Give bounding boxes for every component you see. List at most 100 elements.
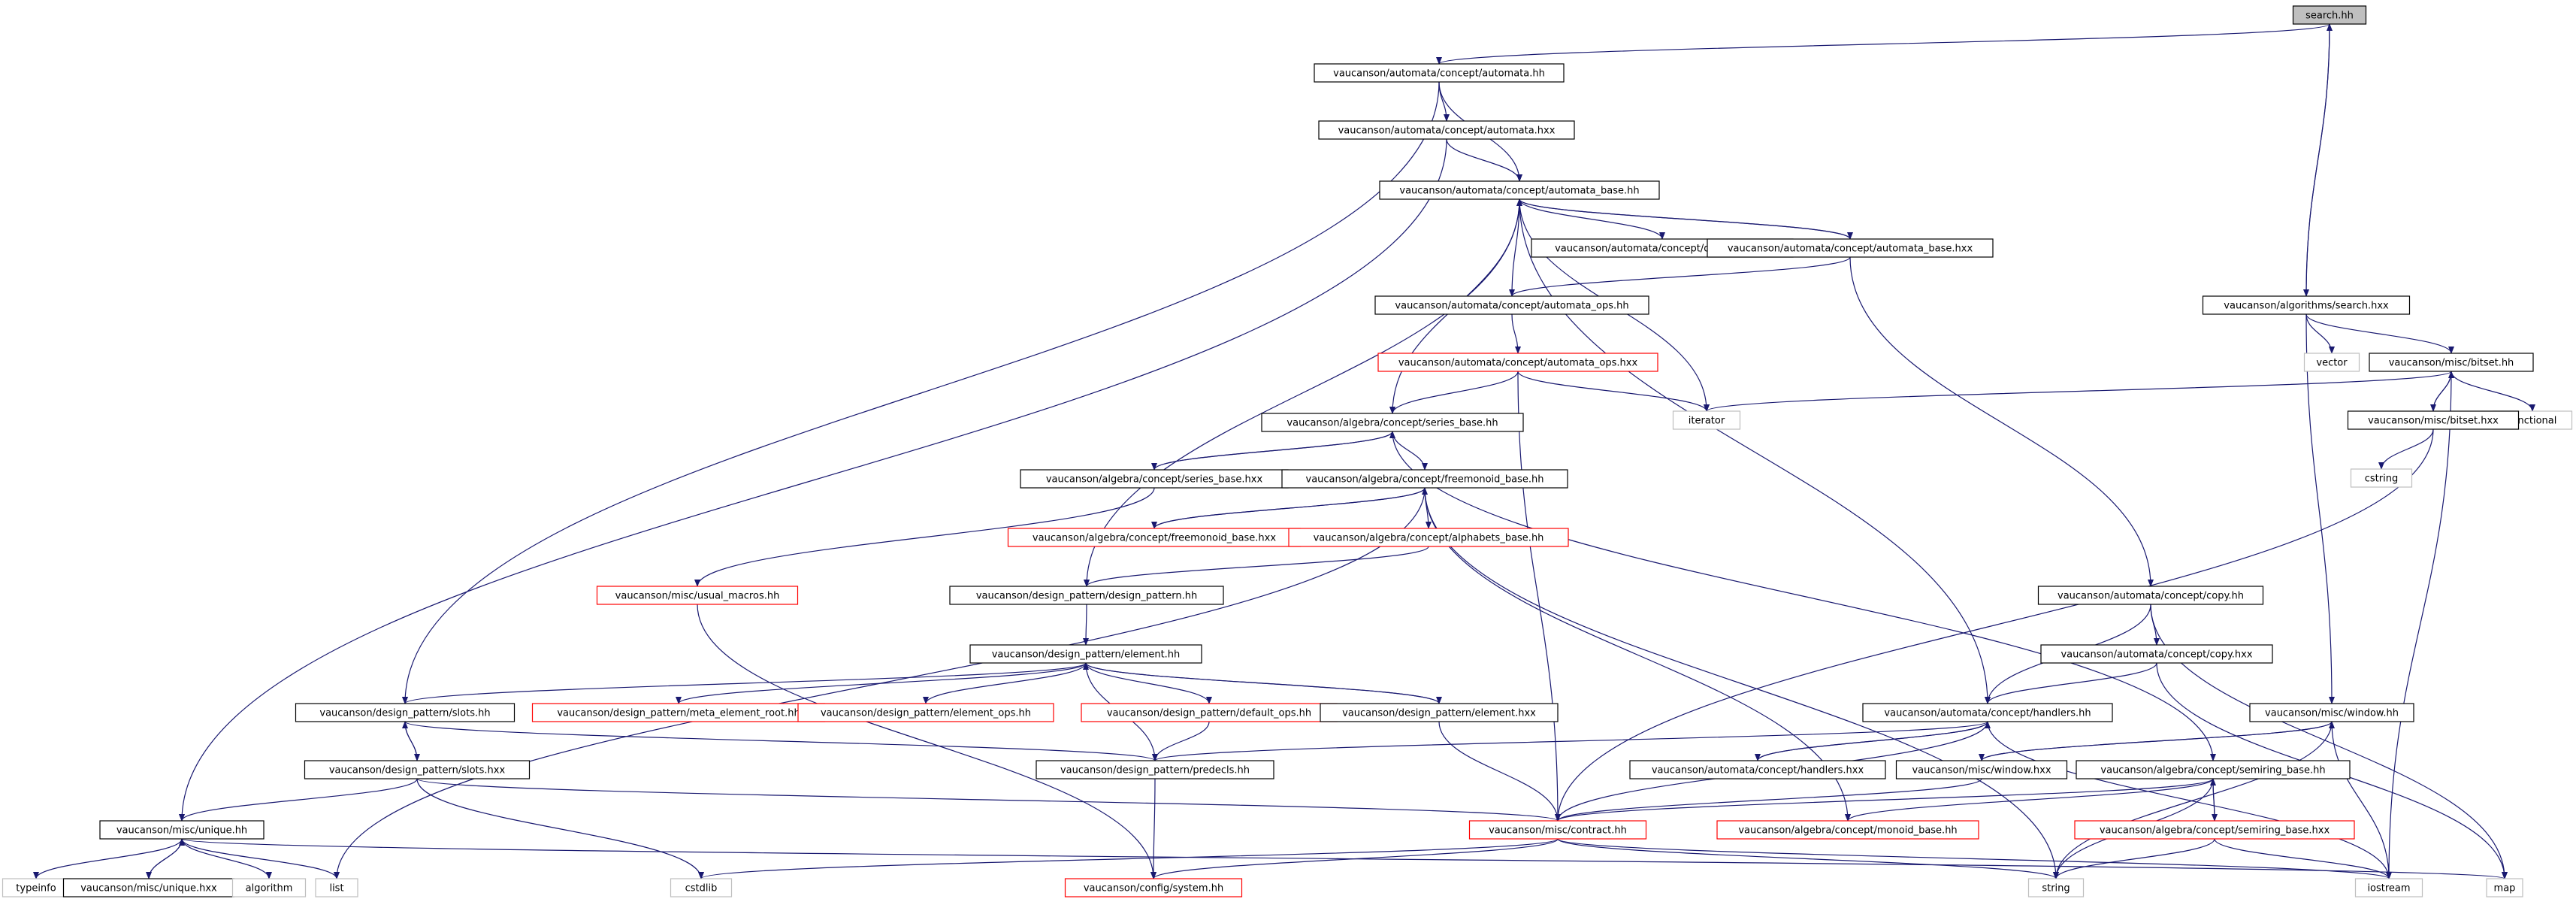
nodes-layer: search.hh vaucanson/automata/concept/auto… — [2, 5, 2573, 897]
node-element_ops_hh[interactable]: vaucanson/design_pattern/element_ops.hh — [797, 703, 1054, 722]
node-bitset_hxx[interactable]: vaucanson/misc/bitset.hxx — [2347, 410, 2520, 430]
node-unique_hxx[interactable]: vaucanson/misc/unique.hxx — [62, 878, 235, 897]
node-meta_element_root_hh[interactable]: vaucanson/design_pattern/meta_element_ro… — [531, 703, 826, 722]
edge-automata_ops_hh-to-automata_base_hh — [1511, 198, 1522, 297]
node-contract_hh[interactable]: vaucanson/misc/contract.hh — [1468, 820, 1647, 840]
node-series_base_hxx[interactable]: vaucanson/algebra/concept/series_base.hx… — [1020, 469, 1289, 489]
node-system_hh[interactable]: vaucanson/config/system.hh — [1064, 878, 1243, 897]
edge-bitset_hxx-to-bitset_hh — [2432, 371, 2454, 412]
node-box-element_hxx — [1320, 703, 1559, 722]
node-box-bitset_hxx — [2347, 410, 2520, 430]
node-box-semiring_base_hxx — [2074, 820, 2355, 840]
node-label-freemonoid_base_hh: vaucanson/algebra/concept/freemonoid_bas… — [1306, 474, 1544, 486]
node-handlers_hh[interactable]: vaucanson/automata/concept/handlers.hh — [1862, 703, 2113, 722]
node-box-series_base_hh — [1261, 413, 1524, 432]
node-box-automata_base_hxx — [1707, 238, 1994, 258]
node-box-slots_hh — [295, 703, 516, 722]
edge-automata_ops_hxx-to-contract_hh — [1517, 371, 1561, 822]
node-alphabets_base_hh[interactable]: vaucanson/algebra/concept/alphabets_base… — [1288, 528, 1569, 547]
node-automata_hh[interactable]: vaucanson/automata/concept/automata.hh — [1314, 63, 1565, 83]
node-cstdlib: cstdlib — [670, 878, 733, 897]
node-box-search_hh — [2292, 5, 2367, 25]
edge-element_hh-to-slots_hh — [402, 662, 1087, 704]
node-slots_hxx[interactable]: vaucanson/design_pattern/slots.hxx — [304, 760, 531, 779]
node-label-search_hh: search.hh — [2305, 11, 2354, 22]
edge-bitset_hxx-to-cstring — [2378, 428, 2434, 470]
node-iterator: iterator — [1672, 410, 1741, 430]
edge-automata_base_hxx-to-automata_base_hh — [1516, 198, 1851, 240]
node-automata_ops_hxx[interactable]: vaucanson/automata/concept/automata_ops.… — [1377, 353, 1658, 372]
edge-default_ops_hh-to-predecls_hh — [1152, 721, 1210, 761]
node-box-algorithm — [231, 878, 307, 897]
edge-series_base_hh-to-semiring_base_hh — [1392, 431, 2216, 761]
node-automata_base_hh[interactable]: vaucanson/automata/concept/automata_base… — [1379, 180, 1660, 200]
node-handlers_hxx[interactable]: vaucanson/automata/concept/handlers.hxx — [1629, 760, 1886, 779]
edge-freemonoid_base_hxx-to-freemonoid_base_hh — [1153, 487, 1428, 529]
node-window_hxx[interactable]: vaucanson/misc/window.hxx — [1895, 760, 2068, 779]
node-slots_hh[interactable]: vaucanson/design_pattern/slots.hh — [295, 703, 516, 722]
node-usual_macros_hh[interactable]: vaucanson/misc/usual_macros.hh — [596, 586, 799, 605]
edge-automata_base_hxx-to-automata_ops_hh — [1509, 256, 1851, 297]
node-automata_hxx[interactable]: vaucanson/automata/concept/automata.hxx — [1318, 120, 1575, 140]
edge-automata_hxx-to-unique_hh — [179, 138, 1447, 822]
node-bitset_hh[interactable]: vaucanson/misc/bitset.hh — [2369, 353, 2534, 372]
node-alg_search_hxx[interactable]: vaucanson/algorithms/search.hxx — [2202, 295, 2411, 315]
node-monoid_base_hh[interactable]: vaucanson/algebra/concept/monoid_base.hh — [1716, 820, 1979, 840]
node-default_ops_hh[interactable]: vaucanson/design_pattern/default_ops.hh — [1081, 703, 1338, 722]
edge-element_hxx-to-element_hh — [1083, 662, 1440, 704]
edge-automata_base_hh-to-delta_kind_hh — [1519, 198, 1665, 240]
node-automata_base_hxx[interactable]: vaucanson/automata/concept/automata_base… — [1707, 238, 1994, 258]
node-label-alg_search_hxx: vaucanson/algorithms/search.hxx — [2224, 301, 2389, 312]
edge-slots_hxx-to-cstdlib — [416, 778, 704, 879]
node-element_hh[interactable]: vaucanson/design_pattern/element.hh — [969, 644, 1202, 664]
node-box-default_ops_hh — [1081, 703, 1338, 722]
edge-alg_search_hxx-to-bitset_hh — [2305, 313, 2454, 354]
edge-alg_search_hxx-to-vector — [2305, 313, 2335, 354]
node-freemonoid_base_hh[interactable]: vaucanson/algebra/concept/freemonoid_bas… — [1281, 469, 1568, 489]
node-unique_hh[interactable]: vaucanson/misc/unique.hh — [99, 820, 265, 840]
node-label-copy_hh: vaucanson/automata/concept/copy.hh — [2057, 591, 2244, 602]
node-semiring_base_hxx[interactable]: vaucanson/algebra/concept/semiring_base.… — [2074, 820, 2355, 840]
node-copy_hh[interactable]: vaucanson/automata/concept/copy.hh — [2037, 586, 2264, 605]
node-semiring_base_hh[interactable]: vaucanson/algebra/concept/semiring_base.… — [2076, 760, 2351, 779]
node-box-copy_hh — [2037, 586, 2264, 605]
node-label-typeinfo: typeinfo — [16, 883, 56, 894]
edge-contract_hh-to-string — [1557, 838, 2059, 879]
edge-unique_hh-to-list — [181, 838, 340, 879]
node-box-series_base_hxx — [1020, 469, 1289, 489]
node-label-default_ops_hh: vaucanson/design_pattern/default_ops.hh — [1107, 708, 1311, 719]
node-label-map: map — [2494, 883, 2516, 894]
edge-slots_hxx-to-contract_hh — [416, 778, 1561, 822]
node-series_base_hh[interactable]: vaucanson/algebra/concept/series_base.hh — [1261, 413, 1524, 432]
node-window_hh[interactable]: vaucanson/misc/window.hh — [2249, 703, 2414, 722]
edge-slots_hh-to-predecls_hh — [404, 721, 1158, 761]
edge-element_hh-to-meta_element_root_hh — [676, 662, 1087, 704]
node-label-automata_base_hxx: vaucanson/automata/concept/automata_base… — [1728, 244, 1973, 255]
edge-unique_hxx-to-unique_hh — [148, 838, 185, 879]
node-label-slots_hh: vaucanson/design_pattern/slots.hh — [319, 708, 490, 719]
node-label-series_base_hxx: vaucanson/algebra/concept/series_base.hx… — [1046, 474, 1263, 486]
edge-semiring_base_hxx-to-semiring_base_hh — [2210, 778, 2217, 822]
node-box-cstdlib — [670, 878, 733, 897]
edge-semiring_base_hxx-to-string — [2053, 838, 2215, 879]
node-predecls_hh[interactable]: vaucanson/design_pattern/predecls.hh — [1036, 760, 1274, 779]
edge-unique_hh-to-algorithm — [181, 838, 272, 879]
node-box-handlers_hh — [1862, 703, 2113, 722]
node-box-system_hh — [1064, 878, 1243, 897]
node-design_pattern_hh[interactable]: vaucanson/design_pattern/design_pattern.… — [949, 586, 1224, 605]
node-box-window_hxx — [1895, 760, 2068, 779]
node-element_hxx[interactable]: vaucanson/design_pattern/element.hxx — [1320, 703, 1559, 722]
node-box-design_pattern_hh — [949, 586, 1224, 605]
edge-copy_hxx-to-handlers_hh — [1985, 662, 2157, 704]
node-automata_ops_hh[interactable]: vaucanson/automata/concept/automata_ops.… — [1374, 295, 1649, 315]
node-box-string — [2027, 878, 2085, 897]
node-label-semiring_base_hxx: vaucanson/algebra/concept/semiring_base.… — [2100, 825, 2330, 837]
node-box-usual_macros_hh — [596, 586, 799, 605]
node-freemonoid_base_hxx[interactable]: vaucanson/algebra/concept/freemonoid_bas… — [1007, 528, 1302, 547]
node-copy_hxx[interactable]: vaucanson/automata/concept/copy.hxx — [2040, 644, 2273, 664]
node-search_hh[interactable]: search.hh — [2292, 5, 2367, 25]
node-label-cstdlib: cstdlib — [685, 883, 718, 894]
node-box-automata_hh — [1314, 63, 1565, 83]
node-box-vector — [2303, 353, 2360, 372]
node-label-cstring: cstring — [2365, 474, 2398, 485]
